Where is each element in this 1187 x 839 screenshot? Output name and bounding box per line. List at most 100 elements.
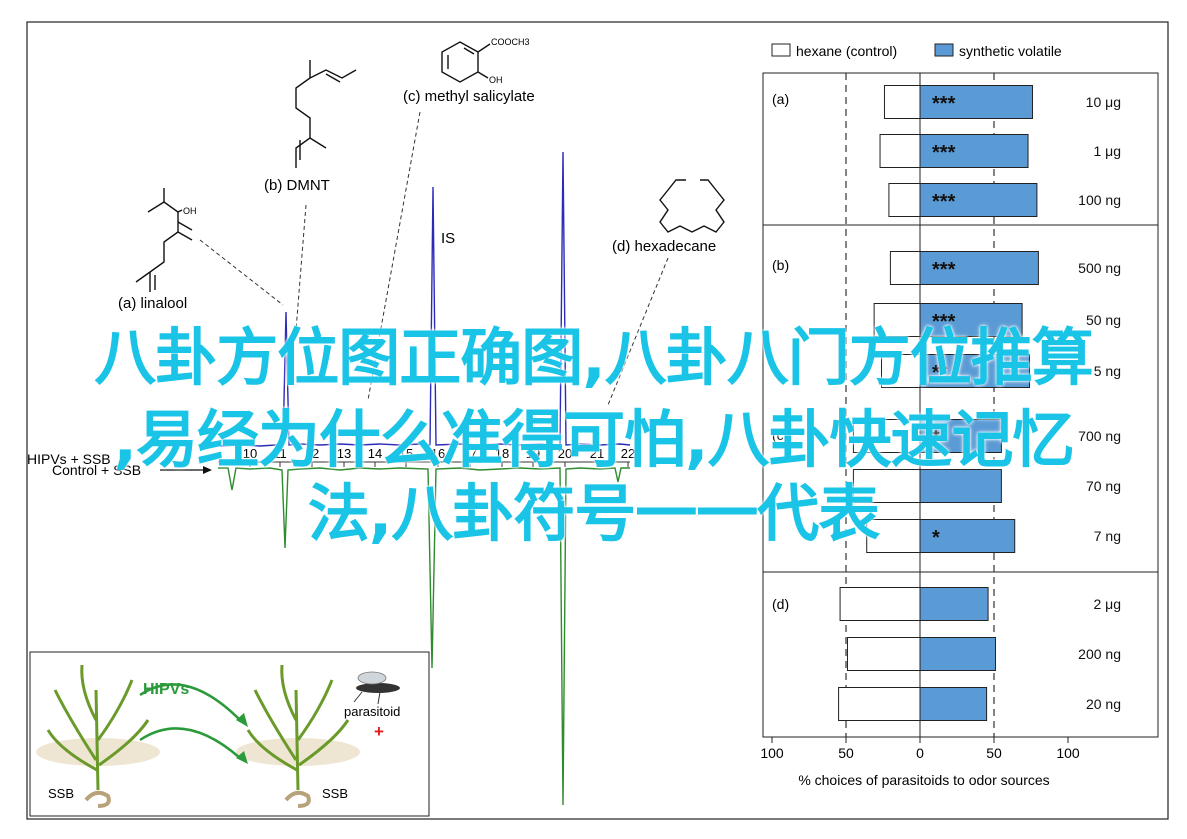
gc-tick-label: 11 xyxy=(273,446,287,461)
bar-volatile xyxy=(919,134,1029,168)
dose-label: 20 ng xyxy=(1086,696,1121,712)
control-trace xyxy=(218,467,630,806)
dose-label: 700 ng xyxy=(1078,428,1121,444)
dose-label: 1 μg xyxy=(1093,143,1121,159)
gc-tick-label: 13 xyxy=(337,446,351,461)
panel-label-c: (c) xyxy=(772,427,788,443)
peak-label-hexadecane: (d) hexadecane xyxy=(612,238,716,255)
dose-label: 500 ng xyxy=(1078,260,1121,276)
methyl-salicylate-oh: OH xyxy=(489,75,503,85)
inset-plus-sign: + xyxy=(374,722,384,741)
panel-label-d: (d) xyxy=(772,596,789,612)
linalool-oh: OH xyxy=(183,206,197,216)
gc-tick-label: 17 xyxy=(463,446,477,461)
bar-volatile xyxy=(919,251,1039,285)
panel-label-b: (b) xyxy=(772,257,789,273)
dmnt-structure xyxy=(295,60,357,168)
trace-label-hipv: HIPVs + SSB xyxy=(27,451,111,467)
hipv-arrow-2 xyxy=(139,727,241,759)
x-tick-label: 100 xyxy=(1056,745,1080,761)
significance-label: *** xyxy=(932,259,956,281)
dose-label: 7 ng xyxy=(1094,528,1121,544)
peak-label-methyl-salicylate: (c) methyl salicylate xyxy=(403,88,535,105)
dose-label: 10 μg xyxy=(1086,94,1121,110)
bar-volatile xyxy=(919,419,1002,453)
x-tick-label: 50 xyxy=(986,745,1002,761)
bar-control xyxy=(873,303,921,337)
gc-tick-label: 16 xyxy=(431,446,445,461)
bar-volatile xyxy=(919,303,1023,337)
gc-tick-label: 14 xyxy=(368,446,382,461)
chromatogram: 10 11 12 13 14 15 16 17 18 19 20 21 22 H… xyxy=(27,37,725,806)
significance-label: *** xyxy=(932,142,956,164)
bar-control xyxy=(879,134,921,168)
bar-control xyxy=(839,587,921,621)
significance-label: * xyxy=(932,527,940,549)
dose-label: 70 ng xyxy=(1086,478,1121,494)
hipv-arrow-1-head xyxy=(236,713,248,727)
bar-control xyxy=(846,637,921,671)
bar-control xyxy=(889,251,921,285)
linalool-structure xyxy=(135,188,193,292)
bar-volatile xyxy=(919,519,1016,553)
ssb-larva-icon xyxy=(84,790,111,808)
x-tick-label: 50 xyxy=(838,745,854,761)
arrow-head xyxy=(203,466,212,474)
chromatogram-ticks xyxy=(249,462,629,467)
bar-volatile xyxy=(919,637,996,671)
gc-tick-label: 21 xyxy=(590,446,604,461)
hexadecane-structure xyxy=(659,179,725,233)
x-axis: 100 50 0 50 100 % choices of parasitoids… xyxy=(760,736,1080,788)
dose-label: 5 ng xyxy=(1094,363,1121,379)
significance-label: *** xyxy=(932,93,956,115)
gc-tick-label: 10 xyxy=(243,446,257,461)
bar-volatile xyxy=(919,85,1033,119)
bar-control xyxy=(852,469,921,503)
x-tick-label: 0 xyxy=(916,745,924,761)
significance-label: *** xyxy=(932,191,956,213)
leader-line xyxy=(607,257,669,406)
chart-legend: hexane (control) synthetic volatile xyxy=(771,43,1062,59)
dose-label: 50 ng xyxy=(1086,312,1121,328)
bar-control xyxy=(881,354,921,388)
hipv-arrow-2-head xyxy=(236,751,248,764)
peak-label-is: IS xyxy=(441,230,455,247)
methyl-salicylate-cooch3: COOCH3 xyxy=(491,37,530,47)
peak-label-linalool: (a) linalool xyxy=(118,295,187,312)
significance-label: * xyxy=(932,427,940,449)
inset-panel: HIPVs parasitoid + SSB SSB xyxy=(29,651,430,817)
chromatogram-tick-labels: 10 11 12 13 14 15 16 17 18 19 20 21 22 xyxy=(243,446,635,461)
x-axis-tick-labels: 100 50 0 50 100 xyxy=(760,745,1080,761)
bar-volatile xyxy=(919,587,989,621)
legend-label-volatile: synthetic volatile xyxy=(959,43,1062,59)
inset-parasitoid-label: parasitoid xyxy=(344,704,400,719)
inset-ssb-right-label: SSB xyxy=(322,786,348,801)
inset-hipvs-label: HIPVs xyxy=(143,681,189,698)
legend-swatch-volatile xyxy=(934,43,954,57)
gc-tick-label: 15 xyxy=(399,446,413,461)
hipv-trace xyxy=(219,151,631,447)
gc-tick-label: 12 xyxy=(305,446,319,461)
bar-volatile xyxy=(919,183,1038,217)
trace-label-control: Control + SSB xyxy=(52,462,141,478)
inset-ssb-left-label: SSB xyxy=(48,786,74,801)
choice-bar-chart: hexane (control) synthetic volatile (a) … xyxy=(760,43,1159,788)
peak-label-dmnt: (b) DMNT xyxy=(264,177,330,194)
gc-tick-label: 22 xyxy=(621,446,635,461)
legend-swatch-control xyxy=(771,43,791,57)
gc-tick-label: 20 xyxy=(558,446,572,461)
gc-tick-label: 18 xyxy=(495,446,509,461)
bar-volatile xyxy=(919,354,1031,388)
bar-control xyxy=(838,687,921,721)
hipv-arrow-1 xyxy=(139,683,241,721)
significance-label: ** xyxy=(932,362,948,384)
panel-label-a: (a) xyxy=(772,91,789,107)
bar-volatile xyxy=(919,687,988,721)
plant-left-icon xyxy=(46,664,150,791)
significance-label: *** xyxy=(932,311,956,333)
gc-tick-label: 19 xyxy=(526,446,540,461)
bar-control xyxy=(888,183,921,217)
x-axis-ticks xyxy=(771,737,1069,743)
x-axis-title: % choices of parasitoids to odor sources xyxy=(798,772,1049,788)
